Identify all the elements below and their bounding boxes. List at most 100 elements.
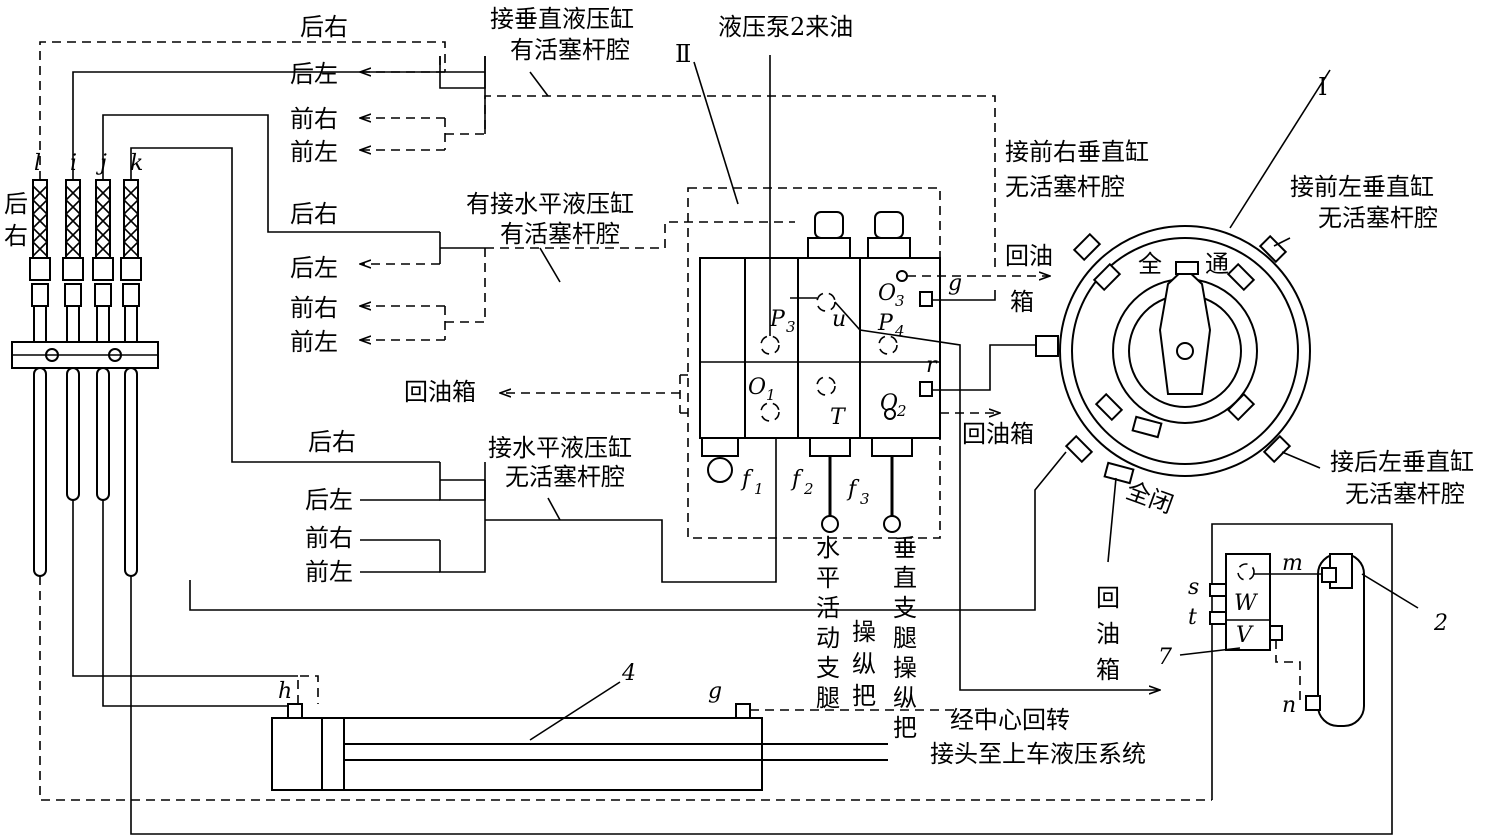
label-return-tank-top: 箱: [1010, 288, 1034, 316]
letter-O3-sub: 3: [895, 292, 905, 310]
label-g2-front-left: 前左: [290, 328, 338, 356]
letter-P3: P: [769, 307, 786, 332]
letter-f1: f: [740, 467, 754, 492]
label-fl-vert-2: 无活塞杆腔: [1318, 204, 1438, 232]
label-fr-vert-2: 无活塞杆腔: [1005, 173, 1125, 201]
label-roman-I: Ⅰ: [1318, 73, 1327, 101]
letter-O3: O: [878, 281, 896, 306]
label-pump-oil: 液压泵2来油: [718, 13, 853, 41]
support-legs: [11, 179, 159, 577]
label-v-lever-6: 纵: [893, 684, 917, 712]
label-horiz-rod-2: 有活塞杆腔: [500, 220, 620, 248]
label-g1-back-left: 后左: [290, 60, 338, 88]
label-g1-front-left: 前左: [290, 138, 338, 166]
label-all-open-2: 通: [1205, 250, 1229, 278]
label-fl-vert-1: 接前左垂直缸: [1290, 173, 1434, 201]
group-vertical-rod-top: [360, 56, 996, 270]
label-h-lever-5: 支: [816, 654, 840, 682]
letter-i: i: [70, 151, 77, 176]
label-horiz-norod-1: 接水平液压缸: [488, 434, 632, 462]
label-g2-back-left: 后左: [290, 254, 338, 282]
label-roman-II: Ⅱ: [675, 40, 691, 68]
letter-l: l: [34, 151, 41, 176]
label-return-tank-left: 回油箱: [404, 378, 476, 406]
number-7: 7: [1158, 645, 1172, 670]
letter-g-cyl: g: [708, 679, 722, 704]
label-g3-front-right: 前右: [305, 524, 353, 552]
letter-O1: O: [748, 375, 766, 400]
label-vert-rod-1: 接垂直液压缸: [490, 5, 634, 33]
group-horizontal-norod-bottom: [360, 391, 800, 583]
letter-P4: P: [877, 311, 894, 336]
label-all-open-1: 全: [1138, 250, 1162, 278]
pump-2-valve-7: [1179, 553, 1419, 727]
letter-P3-sub: 3: [786, 318, 796, 336]
number-2: 2: [1433, 611, 1448, 636]
label-h-lever-2: 平: [816, 564, 840, 592]
label-return-v-2: 油: [1096, 620, 1120, 648]
letter-f1-sub: 1: [754, 480, 764, 498]
label-bl-vert-2: 无活塞杆腔: [1345, 480, 1465, 508]
label-all-closed: 全闭: [1122, 476, 1177, 519]
label-horiz-rod-1: 有接水平液压缸: [466, 190, 634, 218]
letter-f2: f: [790, 467, 804, 492]
label-g3-back-right: 后右: [308, 428, 356, 456]
label-h-lever-6: 腿: [816, 684, 840, 712]
label-bl-vert-1: 接后左垂直缸: [1330, 448, 1474, 476]
label-h-lever-4: 动: [816, 624, 840, 652]
letter-T: T: [830, 405, 847, 430]
letter-V: V: [1236, 623, 1254, 648]
label-return-tank-mid: 回油箱: [962, 420, 1034, 448]
label-return-oil-top: 回油: [1005, 242, 1053, 270]
label-return-v-3: 箱: [1096, 656, 1120, 684]
letter-s: s: [1188, 575, 1199, 600]
label-center-joint-2: 接头至上车液压系统: [930, 740, 1146, 768]
letter-j: j: [95, 151, 107, 176]
label-h-lever-3: 活: [816, 594, 840, 622]
label-h-lever-7: 操: [852, 618, 876, 646]
letter-f2-sub: 2: [803, 480, 814, 498]
leg-k: [120, 179, 142, 577]
label-vert-rod-2: 有活塞杆腔: [510, 36, 630, 64]
letter-W: W: [1234, 591, 1259, 616]
diagram-labels: 后右 接垂直液压缸 有活塞杆腔 Ⅱ 液压泵2来油 后左 前右 前左 后右 后左 …: [4, 5, 1474, 768]
letter-u: u: [832, 307, 846, 332]
label-side-back-right-1: 后: [4, 190, 28, 218]
leg-i: [62, 179, 84, 501]
letter-k: k: [130, 151, 143, 176]
leg-j: [92, 179, 114, 501]
label-g3-front-left: 前左: [305, 558, 353, 586]
letter-P4-sub: 4: [894, 322, 905, 340]
label-top-back-right: 后右: [300, 13, 348, 41]
label-h-lever-9: 把: [852, 682, 876, 710]
label-v-lever-7: 把: [893, 714, 917, 742]
label-fr-vert-1: 接前右垂直缸: [1005, 138, 1149, 166]
label-g1-front-right: 前右: [290, 105, 338, 133]
letter-t: t: [1188, 605, 1197, 630]
group-horizontal-rod-mid: [360, 221, 795, 340]
label-v-lever-2: 直: [893, 564, 917, 592]
label-center-joint-1: 经中心回转: [950, 706, 1070, 734]
label-h-lever-8: 纵: [852, 650, 876, 678]
label-v-lever-5: 操: [893, 654, 917, 682]
letter-labels: l i j k P 3 u O 3 g P 4 r O 1 T O 2 f 1 …: [34, 151, 1448, 718]
cylinder-4: [271, 675, 888, 791]
letter-O2: O: [880, 391, 898, 416]
valve-block-II: [500, 55, 1160, 690]
label-v-lever-1: 垂: [893, 534, 917, 562]
letter-f3: f: [846, 477, 860, 502]
label-horiz-norod-2: 无活塞杆腔: [505, 463, 625, 491]
letter-O2-sub: 2: [896, 402, 907, 420]
number-4: 4: [621, 661, 636, 686]
label-v-lever-4: 腿: [893, 624, 917, 652]
letter-g-valve: g: [948, 271, 962, 296]
label-g3-back-left: 后左: [305, 486, 353, 514]
letter-h: h: [278, 679, 292, 704]
rotary-valve-I: [189, 69, 1331, 611]
letter-n: n: [1282, 693, 1296, 718]
label-g2-front-right: 前右: [290, 294, 338, 322]
label-side-back-right-2: 右: [4, 222, 28, 250]
label-return-v-1: 回: [1096, 584, 1120, 612]
